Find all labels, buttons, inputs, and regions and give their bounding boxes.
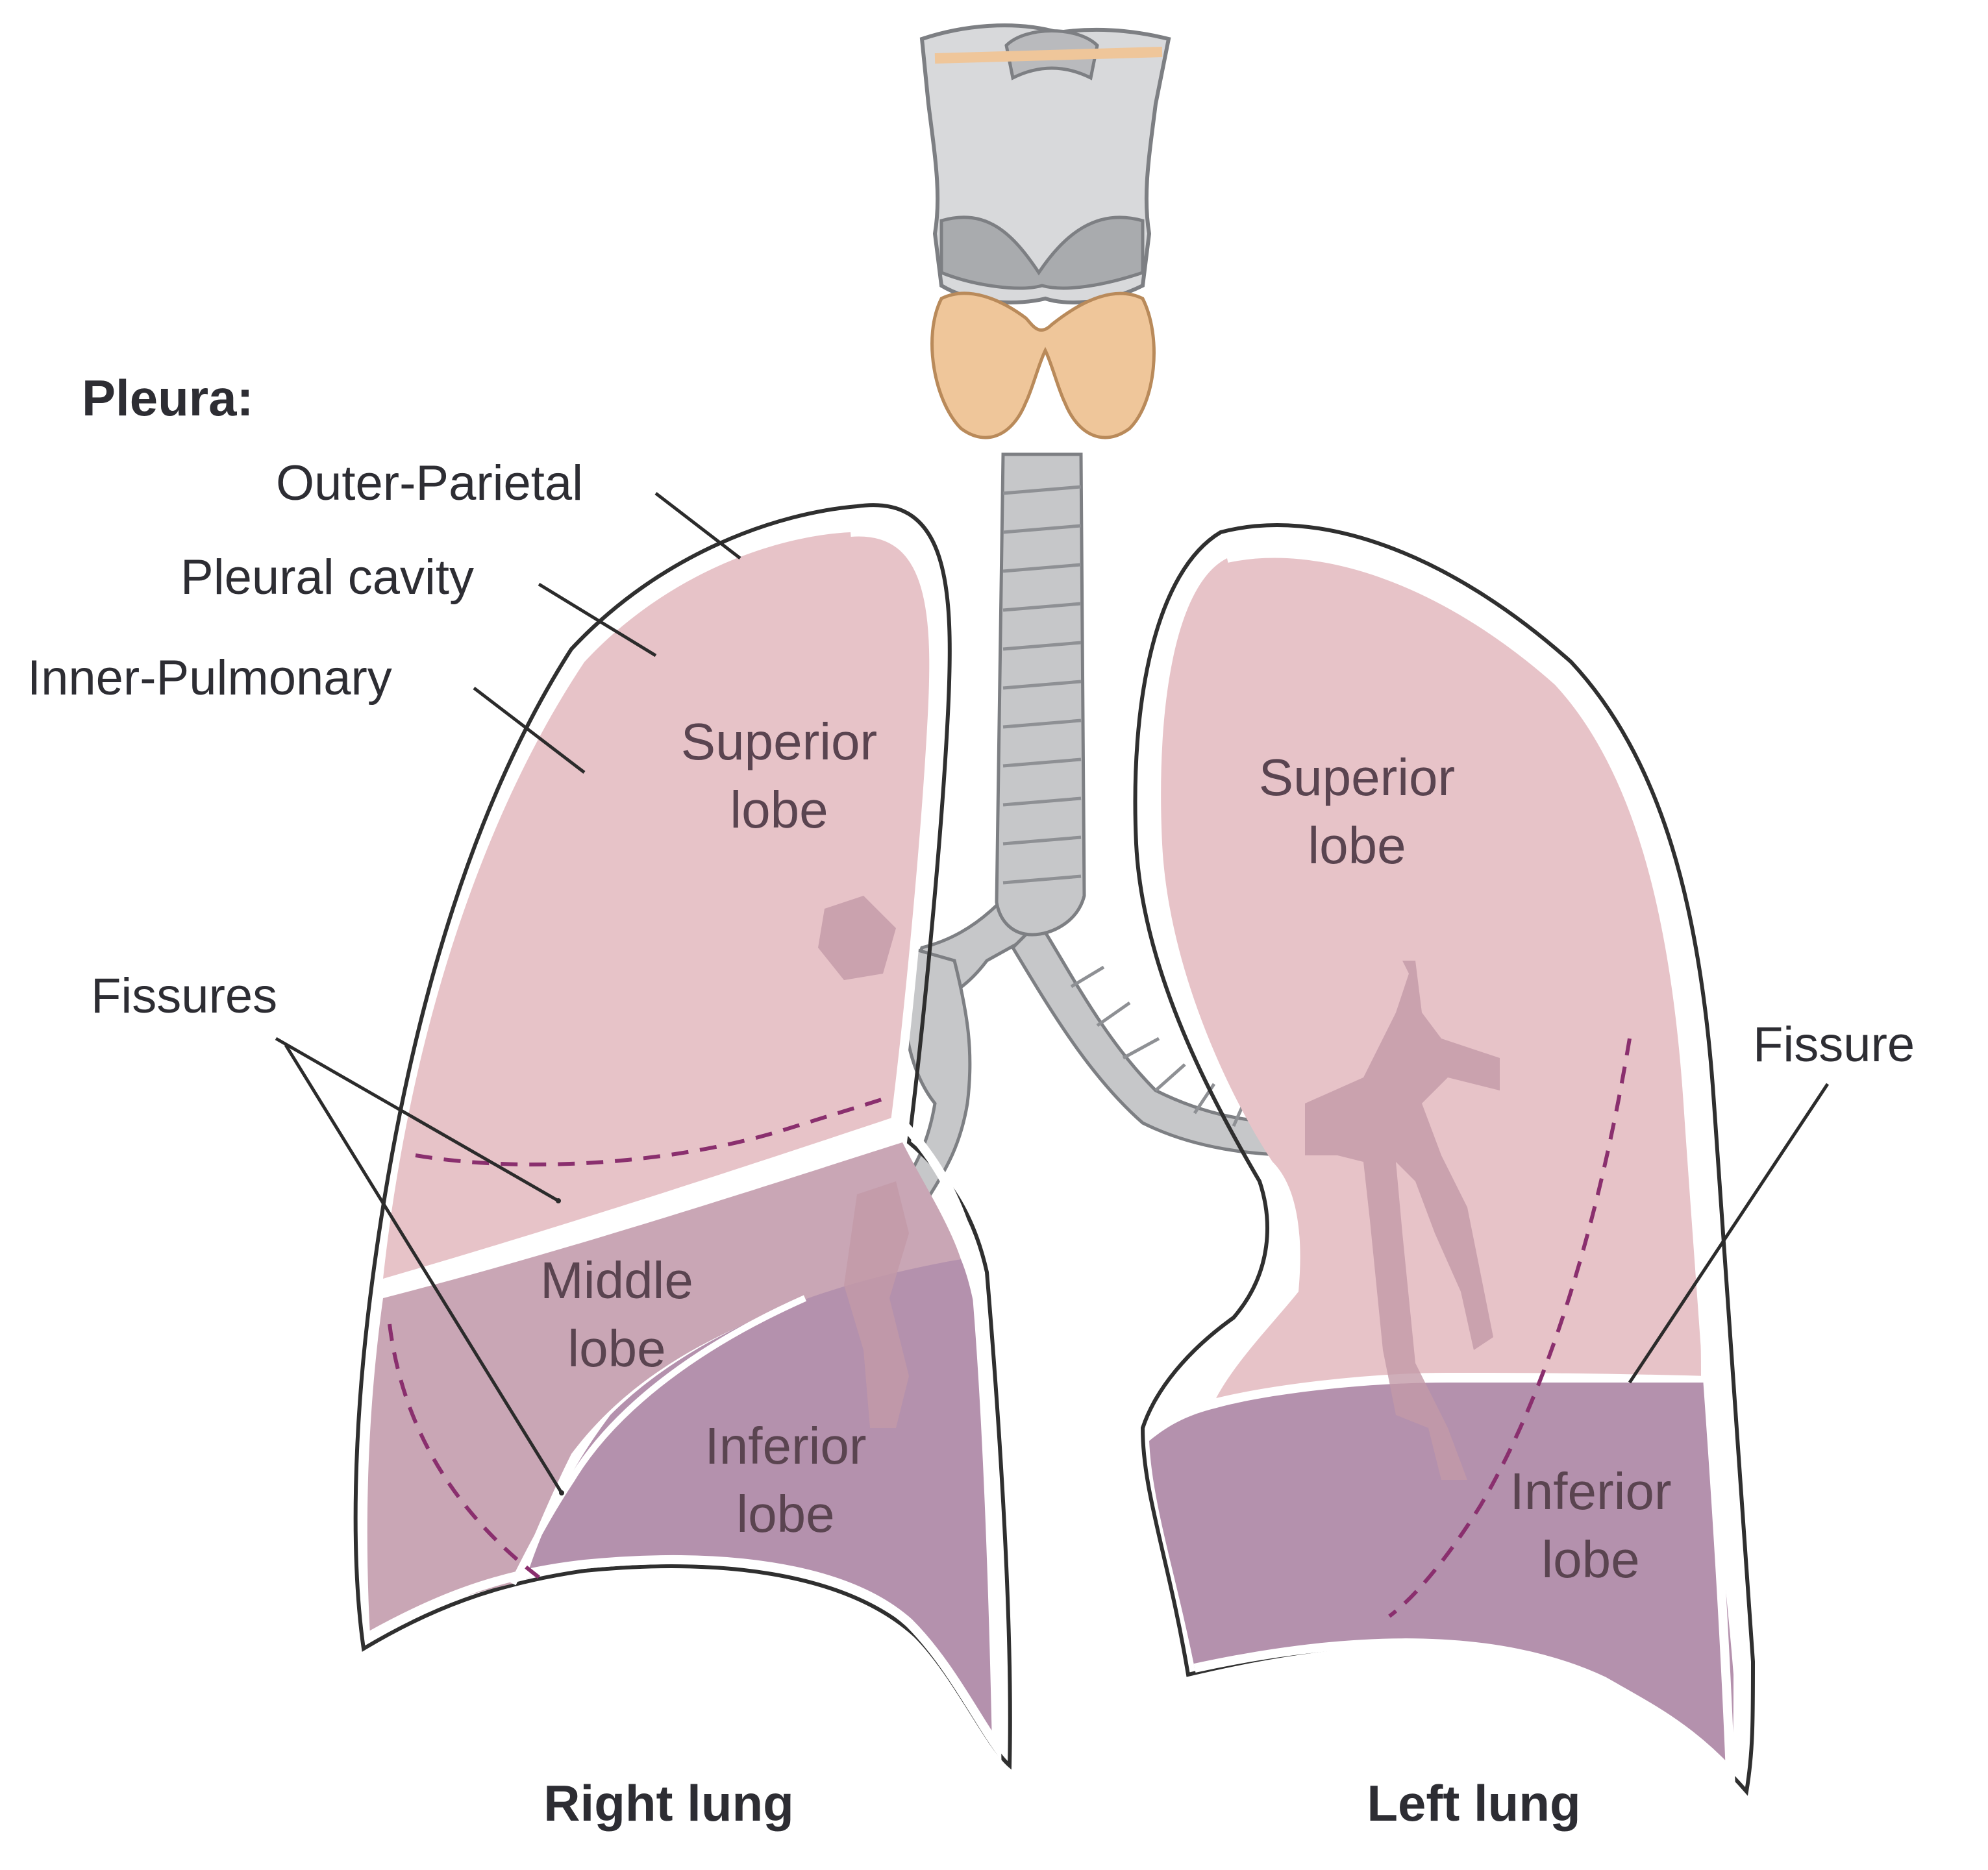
pleura-labels: Pleura: Outer-Parietal Pleural cavity In… [27, 369, 1915, 1072]
left-superior-lobe-label-1: Superior [1259, 748, 1455, 806]
fissures-leader-point-lower [559, 1490, 564, 1495]
left-lung-label: Left lung [1367, 1775, 1580, 1832]
outer-parietal-label: Outer-Parietal [276, 456, 583, 511]
right-superior-lobe [383, 532, 934, 1279]
right-superior-lobe-label-2: lobe [730, 781, 828, 839]
right-middle-lobe-label-2: lobe [567, 1320, 665, 1377]
left-lung [1133, 523, 1756, 1796]
cricoid-cartilage [939, 215, 1145, 290]
right-oblique-dashed-fissure [388, 1323, 540, 1579]
left-hilum-shadow [1305, 961, 1500, 1480]
pleura-heading: Pleura: [82, 369, 253, 426]
leader-lines [275, 492, 1830, 1495]
thyroid-cartilage-highlight [934, 47, 1163, 64]
right-horizontal-dashed-fissure [415, 1095, 890, 1167]
right-superior-lobe-label-1: Superior [681, 713, 877, 770]
pleural-cavity-label: Pleural cavity [180, 550, 474, 605]
trachea-rings [1002, 485, 1082, 885]
right-horizontal-fissure [382, 1129, 904, 1292]
fissures-leader-upper [275, 1037, 560, 1203]
thyroid-gland [930, 291, 1156, 439]
right-lobe-labels: Superior lobe Middle lobe Inferior lobe [540, 713, 877, 1543]
right-middle-lobe [367, 1142, 961, 1636]
right-lung-label: Right lung [543, 1775, 794, 1832]
outer-parietal-leader [654, 492, 741, 560]
right-parietal-pleura [353, 503, 1012, 1770]
fissure-left-leader [1628, 1083, 1830, 1384]
fissures-label: Fissures [91, 968, 277, 1024]
right-inferior-lobe-label-2: lobe [736, 1485, 834, 1543]
pleural-cavity-leader [538, 582, 657, 658]
right-inferior-lobe-label-1: Inferior [705, 1417, 867, 1475]
right-middle-lobe-label-1: Middle [540, 1251, 693, 1309]
right-lung [353, 503, 1012, 1770]
trachea [995, 452, 1086, 937]
inner-pulmonary-label: Inner-Pulmonary [27, 650, 392, 706]
lung-title-labels: Right lung Left lung [543, 1775, 1580, 1832]
fissures-leader-point-upper [556, 1198, 561, 1203]
right-visceral-pleura [367, 527, 1002, 1761]
left-inferior-lobe [1149, 1383, 1733, 1772]
fissure-label: Fissure [1753, 1017, 1915, 1072]
fissures-leader-lower [284, 1044, 564, 1494]
left-inferior-lobe-label-2: lobe [1541, 1531, 1639, 1588]
left-visceral-pleura [1193, 548, 1735, 1784]
left-dashed-fissure [1388, 1038, 1632, 1618]
inner-pulmonary-leader [473, 687, 586, 774]
left-superior-lobe-label-2: lobe [1308, 817, 1406, 874]
right-hilum-shadow [818, 896, 909, 1428]
left-lobe-labels: Superior lobe Inferior lobe [1259, 748, 1672, 1588]
left-superior-lobe [1161, 553, 1701, 1402]
left-fissure-line [1213, 1372, 1708, 1405]
right-oblique-fissure [510, 1295, 807, 1586]
left-inferior-lobe-label-1: Inferior [1510, 1462, 1672, 1520]
